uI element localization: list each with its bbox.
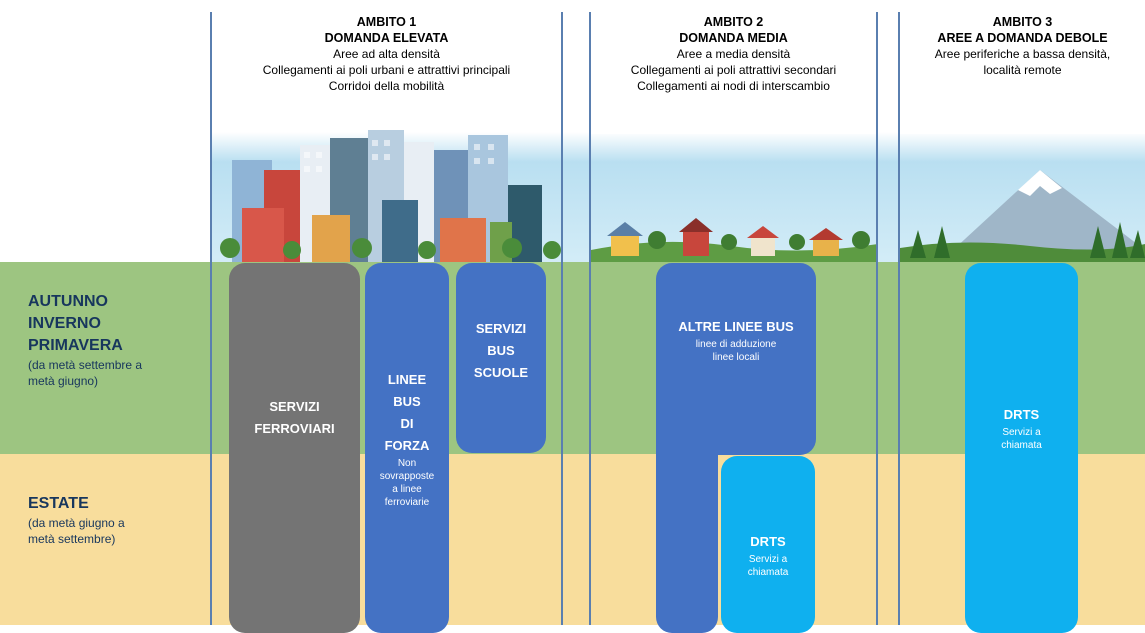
col1-header: AMBITO 1 DOMANDA ELEVATA Aree ad alta de… — [212, 14, 561, 94]
forza-label4: FORZA — [384, 438, 430, 453]
forza-sub3: a linee — [392, 484, 422, 495]
season-summer-note1: (da metà giugno a — [28, 516, 125, 530]
altre-block-bottom — [656, 440, 718, 633]
col1-line3: Corridoi della mobilità — [328, 79, 445, 93]
drts3-block: DRTS Servizi a chiamata — [965, 263, 1078, 633]
col2-header-bg — [589, 12, 878, 134]
forza-label3: DI — [400, 416, 414, 431]
season-winter-line2: INVERNO — [28, 315, 101, 332]
season-winter-note2: metà giugno) — [28, 374, 99, 388]
col2-line3: Collegamenti ai nodi di interscambio — [637, 79, 830, 93]
col2-header: AMBITO 2 DOMANDA MEDIA Aree a media dens… — [591, 14, 876, 94]
col3-header: AMBITO 3 AREE A DOMANDA DEBOLE Aree peri… — [900, 14, 1145, 78]
drts3-label: DRTS — [1003, 407, 1040, 422]
col1-line1: Aree ad alta densità — [333, 47, 440, 61]
mountain-illustration — [900, 170, 1145, 262]
gap2-sky — [878, 12, 898, 262]
village-illustration — [591, 218, 878, 262]
col1-line2: Collegamenti ai poli urbani e attrattivi… — [262, 63, 511, 77]
ferrovie-block: SERVIZI FERROVIARI — [229, 263, 360, 633]
ferrovie-label1: SERVIZI — [269, 399, 320, 414]
season-summer-note2: metà settembre) — [28, 532, 116, 546]
col3-title1: AMBITO 3 — [992, 15, 1053, 29]
col3-title2: AREE A DOMANDA DEBOLE — [937, 31, 1108, 45]
drts2-label: DRTS — [750, 533, 786, 549]
col3-line1: Aree periferiche a bassa densità, — [934, 47, 1111, 61]
col3-line2: località remote — [983, 63, 1062, 77]
summer-band — [0, 454, 1145, 625]
drts2-block: DRTS Servizi a chiamata — [721, 456, 815, 633]
city-illustration — [220, 130, 561, 262]
forza-sub1: Non — [397, 458, 417, 469]
col2-title2: DOMANDA MEDIA — [679, 31, 788, 45]
col1-title2: DOMANDA ELEVATA — [324, 31, 449, 45]
altre-label: ALTRE LINEE BUS — [678, 319, 794, 334]
scuole-label2: BUS — [487, 343, 515, 358]
forza-block: LINEE BUS DI FORZA Non sovrapposte a lin… — [365, 263, 449, 633]
scuole-label1: SERVIZI — [475, 321, 527, 336]
season-winter-line3: PRIMAVERA — [28, 337, 123, 354]
season-winter-note1: (da metà settembre a — [28, 358, 143, 372]
ferrovie-label2: FERROVIARI — [254, 421, 335, 436]
col2-title1: AMBITO 2 — [703, 15, 764, 29]
scuole-block: SERVIZI BUS SCUOLE — [456, 263, 546, 453]
altre-block-top — [656, 263, 816, 455]
season-winter-line1: AUTUNNO — [28, 293, 108, 310]
winter-band — [0, 262, 1145, 454]
col2-line1: Aree a media densità — [676, 47, 791, 61]
col1-header-bg — [210, 12, 563, 132]
forza-label2: BUS — [393, 394, 421, 409]
col1-frame — [210, 12, 563, 625]
col2-frame — [589, 12, 878, 625]
altre-sub2: linee locali — [712, 352, 760, 363]
scuole-label3: SCUOLE — [473, 365, 529, 380]
season-winter: AUTUNNO INVERNO PRIMAVERA (da metà sette… — [28, 291, 142, 389]
altre-sub1: linee di adduzione — [695, 339, 777, 350]
col2-line2: Collegamenti ai poli attrattivi secondar… — [630, 63, 837, 77]
season-summer: ESTATE (da metà giugno a metà settembre) — [28, 493, 125, 547]
drts3-sub2: chiamata — [1001, 440, 1042, 451]
altre-label-group: ALTRE LINEE BUS linee di adduzione linee… — [656, 310, 816, 370]
drts2-sub2: chiamata — [747, 566, 789, 578]
gap1-sky — [563, 12, 589, 262]
forza-sub2: sovrapposte — [379, 471, 435, 482]
col1-title1: AMBITO 1 — [356, 15, 417, 29]
forza-label1: LINEE — [387, 372, 427, 387]
drts3-sub1: Servizi a — [1002, 427, 1041, 438]
season-summer-line1: ESTATE — [28, 495, 89, 512]
forza-sub4: ferroviarie — [384, 497, 430, 508]
col3-header-bg — [898, 12, 1145, 134]
col3-frame — [898, 12, 1145, 625]
drts2-sub1: Servizi a — [748, 553, 788, 565]
